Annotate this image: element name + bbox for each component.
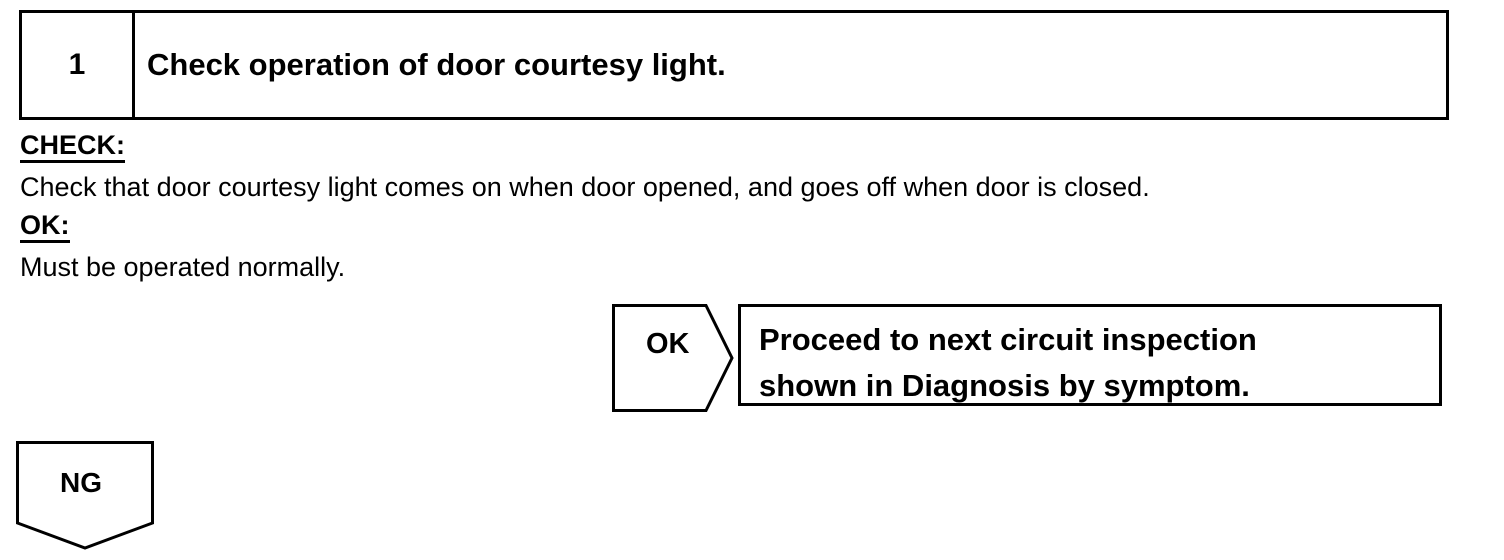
ok-tag-label: OK [646,328,690,360]
check-label: CHECK: [20,130,125,163]
step-header: 1 Check operation of door courtesy light… [19,10,1449,120]
ok-result-line-1: Proceed to next circuit inspection [759,322,1257,357]
ok-label: OK: [20,210,70,243]
ng-arrow-shape [16,441,154,550]
ng-branch-tag: NG [16,441,154,551]
step-number: 1 [22,13,135,117]
ng-tag-label: NG [60,467,102,498]
ok-result-box: Proceed to next circuit inspection shown… [738,304,1442,406]
ok-branch-tag: OK [612,304,736,412]
ok-result-line-2: shown in Diagnosis by symptom. [759,368,1250,403]
ok-arrow-shape [612,304,734,412]
ok-text: Must be operated normally. [20,252,346,282]
check-text: Check that door courtesy light comes on … [20,172,1150,202]
step-title: Check operation of door courtesy light. [147,47,726,82]
